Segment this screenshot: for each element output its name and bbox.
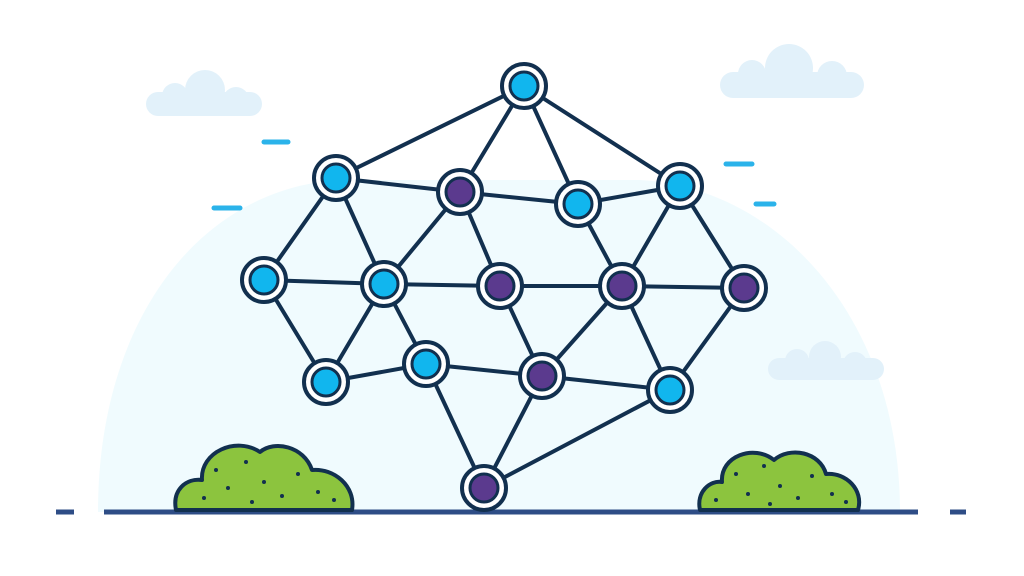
graph-node-n4 bbox=[554, 180, 602, 228]
graph-edge-n1-n2 bbox=[334, 84, 526, 180]
network-graph bbox=[240, 62, 768, 512]
graph-edge-n1-n5 bbox=[522, 84, 682, 188]
graph-node-n14 bbox=[646, 366, 694, 414]
graph-node-n5 bbox=[656, 162, 704, 210]
graph-node-n7 bbox=[360, 260, 408, 308]
graph-node-n6 bbox=[240, 256, 288, 304]
graph-node-n12 bbox=[402, 340, 450, 388]
graph-nodes bbox=[240, 62, 768, 512]
graph-node-n1 bbox=[500, 62, 548, 110]
graph-node-n13 bbox=[518, 352, 566, 400]
backdrop-dome bbox=[98, 180, 900, 512]
graph-node-n2 bbox=[312, 154, 360, 202]
cloud-left bbox=[146, 70, 262, 116]
bush-left bbox=[173, 443, 355, 512]
graph-edge-n14-n15 bbox=[482, 388, 672, 490]
wind-dashes bbox=[211, 139, 777, 211]
graph-node-n8 bbox=[476, 262, 524, 310]
graph-node-n10 bbox=[720, 264, 768, 312]
graph-node-n3 bbox=[436, 168, 484, 216]
graph-node-n11 bbox=[302, 358, 350, 406]
graph-node-n9 bbox=[598, 262, 646, 310]
cloud-top-right bbox=[720, 44, 864, 98]
graph-node-n15 bbox=[460, 464, 508, 512]
cloud-bottom-right bbox=[768, 341, 884, 380]
bush-right bbox=[697, 450, 862, 512]
